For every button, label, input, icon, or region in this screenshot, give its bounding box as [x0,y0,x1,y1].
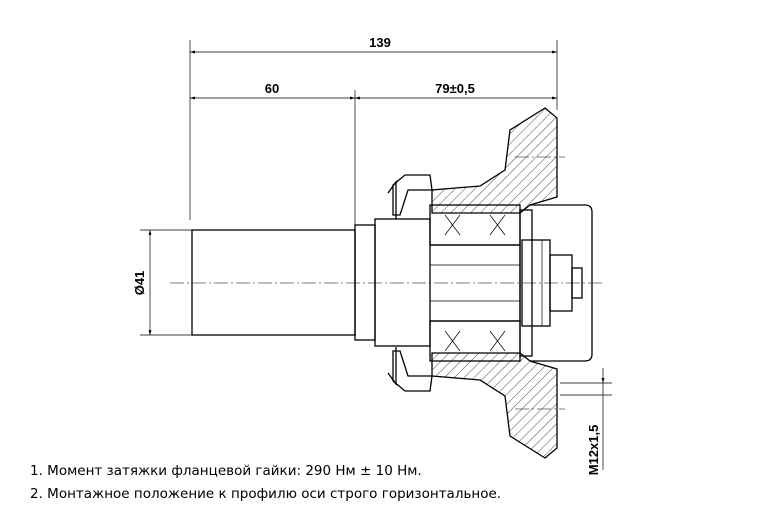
note-tightening-torque: 1. Момент затяжки фланцевой гайки: 290 Н… [30,463,422,479]
note-mounting-position: 2. Монтажное положение к профилю оси стр… [30,486,502,502]
seal-upper [387,174,433,219]
flange-nut [521,239,583,327]
dimension-stub-length: 60 [190,81,356,225]
dimension-shaft-diameter: Ø41 [132,229,192,336]
shaft-stub [191,218,431,347]
dim-label-139: 139 [369,35,391,50]
dimension-thread: M12x1,5 [560,368,612,475]
seal-lower [387,347,433,392]
dim-label-60: 60 [265,81,279,96]
dim-label-thread: M12x1,5 [586,425,601,476]
hub-flange-lower [431,352,565,459]
dimension-total-length: 139 [189,35,558,220]
dim-label-diameter: Ø41 [132,271,147,296]
hub-flange-upper [431,107,565,214]
dimension-hub-length: 79±0,5 [355,81,557,100]
dim-label-79: 79±0,5 [435,81,475,96]
